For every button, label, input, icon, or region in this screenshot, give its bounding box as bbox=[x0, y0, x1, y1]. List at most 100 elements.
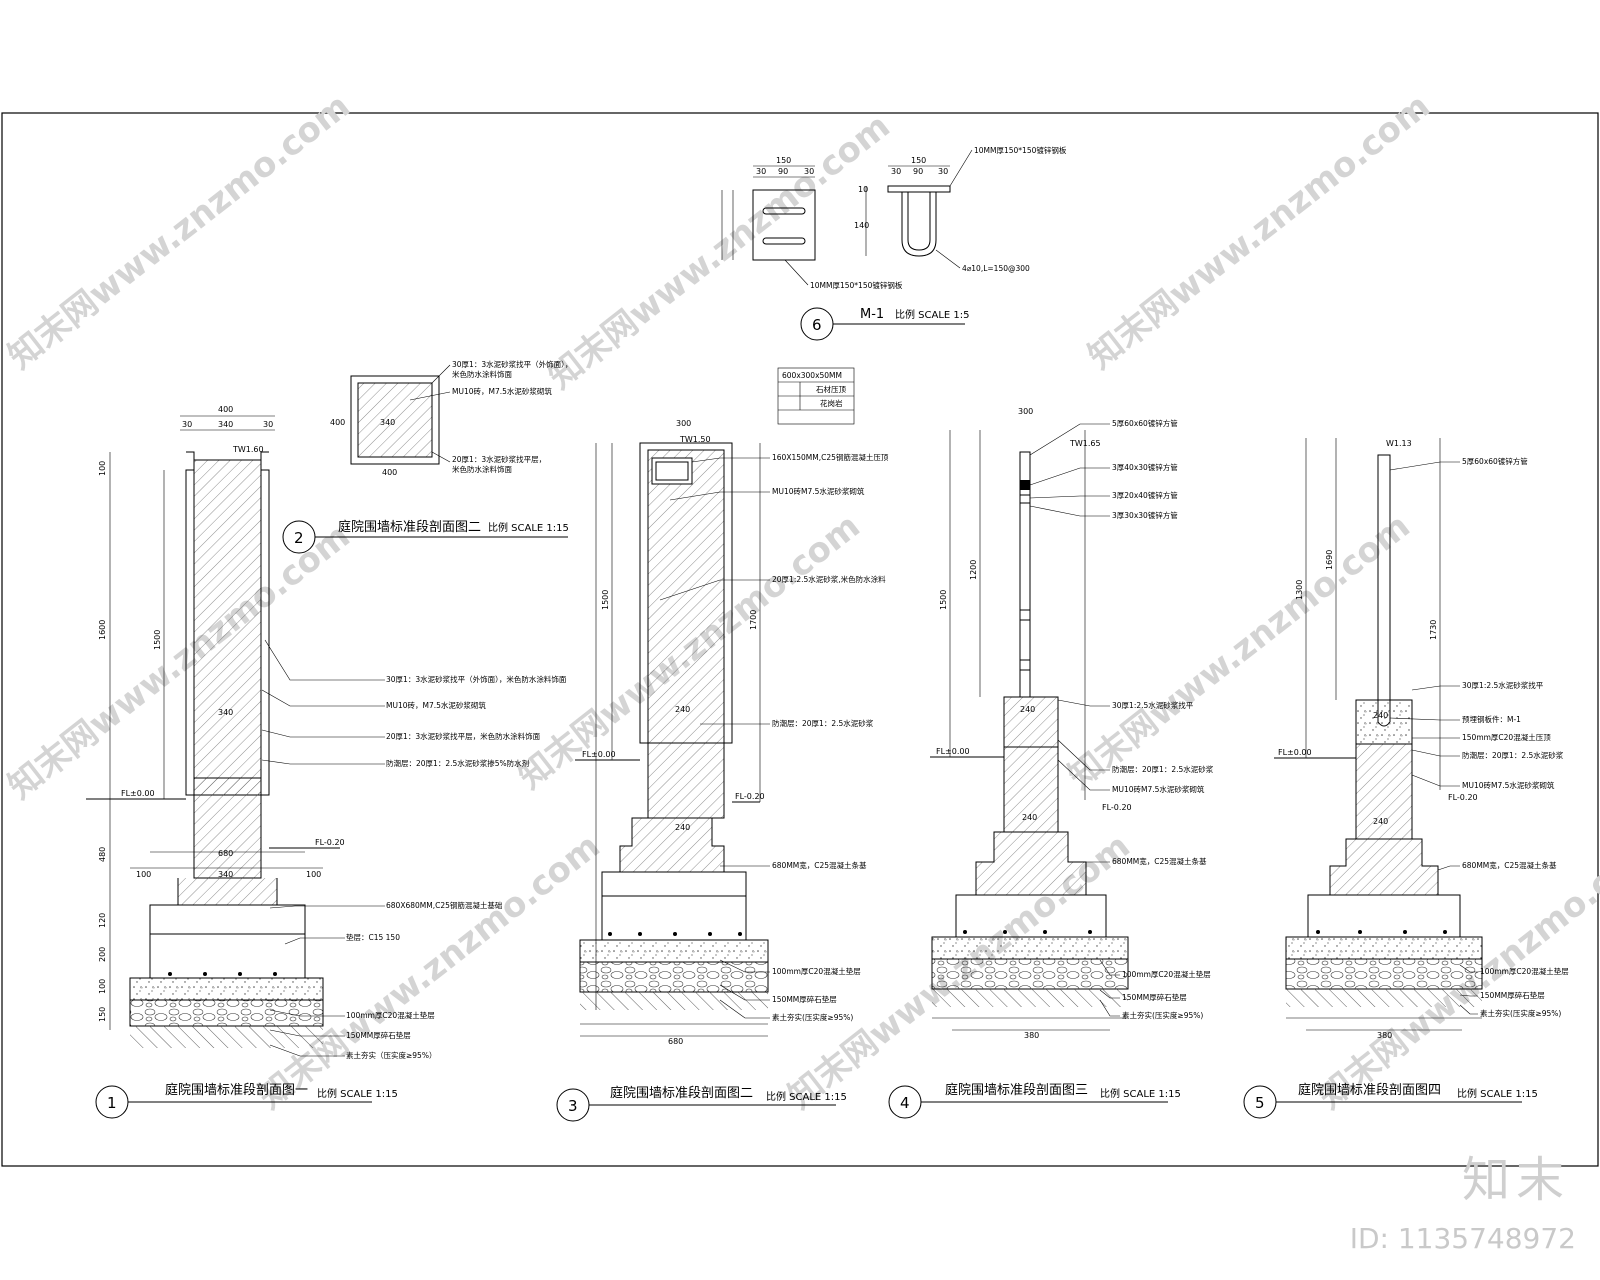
s3-tw-label: TW1.50 bbox=[679, 435, 711, 444]
m1-dim-30a: 30 bbox=[756, 167, 766, 176]
s4-label-9: 100mm厚C20混凝土垫层 bbox=[1122, 969, 1211, 979]
section-number-3: 3 bbox=[568, 1097, 578, 1115]
s1-dim-30b: 30 bbox=[263, 420, 273, 429]
s3-label-3: 20厚1:2.5水泥砂浆,米色防水涂料 bbox=[772, 574, 886, 584]
s4-dim-240: 240 bbox=[1020, 705, 1035, 714]
s5-label-9: 150MM厚碎石垫层 bbox=[1480, 990, 1545, 1000]
s1-dim-340c: 340 bbox=[218, 870, 233, 879]
s1-tw-label: TW1.60 bbox=[232, 445, 264, 454]
s5-dim-1300: 1300 bbox=[1295, 580, 1304, 600]
watermark-2: 知末网www.znzmo.com bbox=[541, 106, 898, 397]
s5-dim-240: 240 bbox=[1373, 711, 1388, 720]
s4-label-11: 素土夯实(压实度≥95%) bbox=[1122, 1010, 1203, 1020]
s5-fl-label: FL±0.00 bbox=[1278, 748, 1312, 757]
s5-dim-1690: 1690 bbox=[1325, 550, 1334, 570]
s1-dim-480: 480 bbox=[98, 847, 107, 862]
s4-label-1: 5厚60x60镀锌方管 bbox=[1112, 418, 1178, 428]
s3-label-4: 防潮层：20厚1：2.5水泥砂浆 bbox=[772, 718, 874, 728]
s3-label-6: 100mm厚C20混凝土垫层 bbox=[772, 966, 861, 976]
s5-fl2-label: FL-0.20 bbox=[1448, 793, 1478, 802]
s1-dim-400: 400 bbox=[218, 405, 233, 414]
section-scale-5: 比例 SCALE 1:15 bbox=[1457, 1087, 1538, 1100]
s4-label-3: 3厚20x40镀锌方管 bbox=[1112, 490, 1178, 500]
m1-dim-150b: 150 bbox=[911, 156, 926, 165]
s1-dim-1500: 1500 bbox=[153, 630, 162, 650]
section-scale-4: 比例 SCALE 1:15 bbox=[1100, 1087, 1181, 1100]
s5-label-5: 防潮层：20厚1：2.5水泥砂浆 bbox=[1462, 750, 1564, 760]
s4-label-7: MU10砖M7.5水泥砂浆砌筑 bbox=[1112, 784, 1205, 794]
section-title-6: M-1 bbox=[860, 307, 884, 322]
s5-dim-1730: 1730 bbox=[1429, 620, 1438, 640]
s5-label-7: 680MM宽，C25混凝土条基 bbox=[1462, 860, 1557, 870]
s2-plaster-label-1: 20厚1：3水泥砂浆找平层， bbox=[452, 454, 546, 464]
section-1: FL±0.00 FL-0.20 TW1.60 400 340 30 30 340… bbox=[86, 405, 567, 1119]
section-scale-2: 比例 SCALE 1:15 bbox=[488, 521, 569, 534]
section-title-3: 庭院围墙标准段剖面图二 bbox=[610, 1085, 753, 1101]
s3-label-5: 680MM宽，C25混凝土条基 bbox=[772, 860, 867, 870]
s4-label-6: 防潮层：20厚1：2.5水泥砂浆 bbox=[1112, 764, 1214, 774]
section-4: FL±0.00 FL-0.20 TW1.65 300 240 240 380 1… bbox=[888, 407, 1214, 1119]
section-title-1: 庭院围墙标准段剖面图一 bbox=[165, 1082, 308, 1098]
s1-dim-1600: 1600 bbox=[98, 620, 107, 640]
sheet-border bbox=[1, 112, 1599, 1167]
s2-dim-400b: 400 bbox=[382, 468, 397, 477]
m1-dim-90: 90 bbox=[778, 167, 788, 176]
s4-dim-1500: 1500 bbox=[939, 590, 948, 610]
s3-label-8: 素土夯实(压实度≥95%) bbox=[772, 1012, 853, 1022]
s5-label-2: 30厚1:2.5水泥砂浆找平 bbox=[1462, 680, 1544, 690]
s1-dim-30a: 30 bbox=[182, 420, 192, 429]
s5-label-6: MU10砖M7.5水泥砂浆砌筑 bbox=[1462, 780, 1555, 790]
s4-fl2-label: FL-0.20 bbox=[1102, 803, 1132, 812]
s2-cap-label-2: 米色防水涂料饰面 bbox=[452, 369, 512, 379]
s1-dim-340b: 340 bbox=[218, 708, 233, 717]
section-number-4: 4 bbox=[900, 1094, 910, 1112]
s4-dim-300: 300 bbox=[1018, 407, 1033, 416]
s1-fl-label: FL±0.00 bbox=[121, 789, 155, 798]
section-number-2: 2 bbox=[294, 529, 304, 547]
brand-watermark: 知末 bbox=[1461, 1152, 1570, 1208]
s3-dim-240: 240 bbox=[675, 705, 690, 714]
section-title-5: 庭院围墙标准段剖面图四 bbox=[1298, 1082, 1441, 1098]
s2-cap-label-1: 30厚1：3水泥砂浆找平（外饰面）， bbox=[452, 359, 572, 369]
watermark-7: 知末网www.znzmo.com bbox=[251, 826, 608, 1117]
m1-plate-section bbox=[887, 185, 951, 193]
watermark-3: 知末网www.znzmo.com bbox=[1081, 86, 1438, 377]
s3-dim-240b: 240 bbox=[675, 823, 690, 832]
s3-label-2: MU10砖M7.5水泥砂浆砌筑 bbox=[772, 486, 865, 496]
detail-m1: 150 30 90 30 10MM厚150*150镀锌钢板 150 30 90 … bbox=[721, 145, 1067, 341]
m1-dim-30c: 30 bbox=[891, 167, 901, 176]
id-watermark: ID: 1135748972 bbox=[1349, 1222, 1576, 1255]
s1-label-8: 150MM厚碎石垫层 bbox=[346, 1030, 411, 1040]
s4-label-10: 150MM厚碎石垫层 bbox=[1122, 992, 1187, 1002]
s3-dim-300: 300 bbox=[676, 419, 691, 428]
s1-label-4: 防潮层：20厚1：2.5水泥砂浆掺5%防水剂 bbox=[386, 758, 529, 768]
section-title-2: 庭院围墙标准段剖面图二 bbox=[338, 519, 481, 535]
s4-dim-240b: 240 bbox=[1022, 813, 1037, 822]
s1-dim-100a: 100 bbox=[136, 870, 151, 879]
m1-dim-30d: 30 bbox=[938, 167, 948, 176]
s5-dim-380: 380 bbox=[1377, 1031, 1392, 1040]
s1-dim-200: 200 bbox=[98, 947, 107, 962]
s1-dim-100b: 100 bbox=[306, 870, 321, 879]
s3-label-7: 150MM厚碎石垫层 bbox=[772, 994, 837, 1004]
section-scale-1: 比例 SCALE 1:15 bbox=[317, 1087, 398, 1100]
m1-anchor-label: 4⌀10,L=150@300 bbox=[962, 264, 1030, 273]
s3-table-2: 石材压顶 bbox=[816, 384, 846, 394]
s3-dim-680: 680 bbox=[668, 1037, 683, 1046]
s5-label-4: 150mm厚C20混凝土压顶 bbox=[1462, 732, 1551, 742]
s4-label-2: 3厚40x30镀锌方管 bbox=[1112, 462, 1178, 472]
s5-label-10: 素土夯实(压实度≥95%) bbox=[1480, 1008, 1561, 1018]
s2-dim-340: 340 bbox=[380, 418, 395, 427]
s5-tw-label: W1.13 bbox=[1386, 439, 1412, 448]
section-number-1: 1 bbox=[107, 1094, 117, 1112]
m1-plate-plan bbox=[752, 189, 816, 261]
s4-dim-380: 380 bbox=[1024, 1031, 1039, 1040]
s1-dim-150: 150 bbox=[98, 1007, 107, 1022]
watermark-1: 知末网www.znzmo.com bbox=[1, 86, 358, 377]
s3-table-1: 600x300x50MM bbox=[782, 371, 842, 380]
s1-label-6: 垫层：C15 150 bbox=[346, 932, 400, 942]
s1-label-7: 100mm厚C20混凝土垫层 bbox=[346, 1010, 435, 1020]
s3-label-1: 160X150MM,C25钢筋混凝土压顶 bbox=[772, 452, 889, 462]
section-3: 600x300x50MM 石材压顶 花岗岩 FL±0.00 FL-0.20 TW… bbox=[556, 367, 889, 1122]
